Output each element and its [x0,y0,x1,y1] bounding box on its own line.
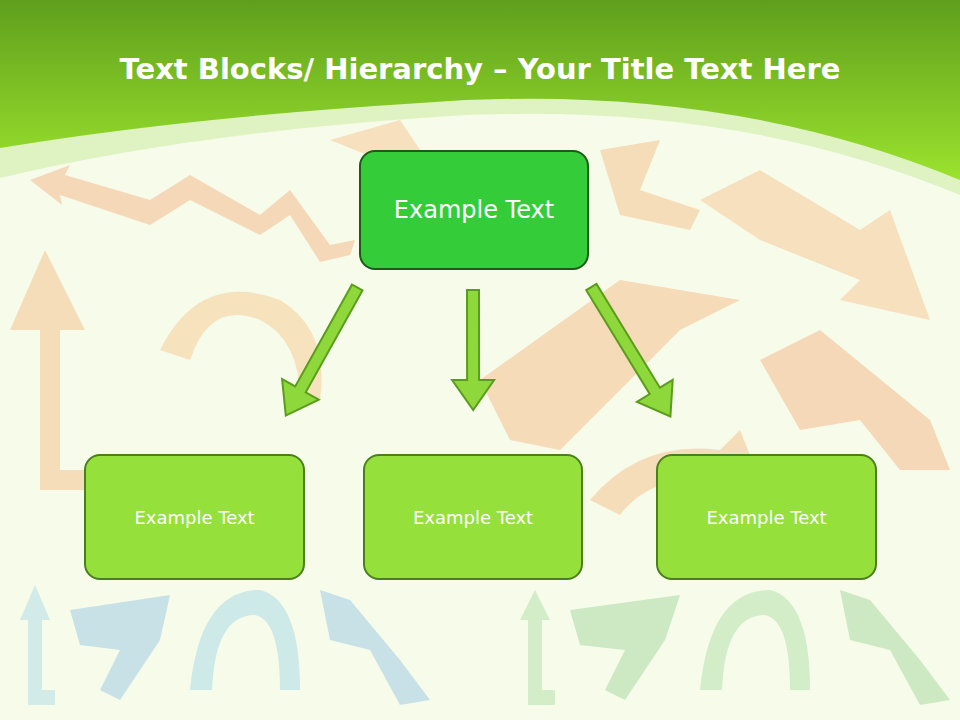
process-box: Example Text [656,454,877,580]
process-box: Example Text [363,454,583,580]
box-label: Example Text [134,507,254,528]
box-label: Example Text [413,507,533,528]
process-box: Example Text [359,150,589,270]
hierarchy-arrow [586,284,672,417]
hierarchy-arrow [282,285,362,416]
slide-title: Text Blocks/ Hierarchy – Your Title Text… [20,52,940,86]
box-label: Example Text [706,507,826,528]
hierarchy-arrow [452,290,494,410]
process-box: Example Text [84,454,305,580]
box-label: Example Text [394,196,554,224]
